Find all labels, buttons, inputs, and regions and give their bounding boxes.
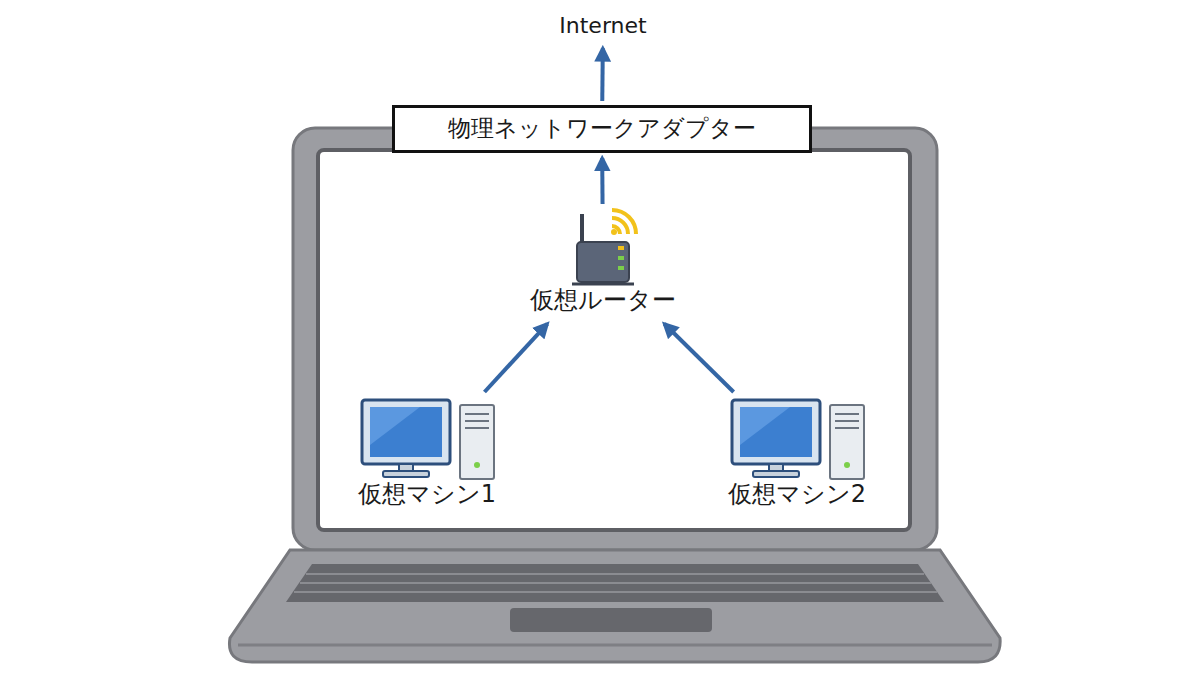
base-edge <box>238 644 992 647</box>
keyboard <box>286 564 944 602</box>
router-node: 仮想ルーター <box>522 208 684 319</box>
arrow-connector <box>600 48 605 101</box>
laptop-lid <box>293 128 937 550</box>
pc-icon <box>362 400 494 479</box>
network-label: Internet <box>551 13 654 43</box>
arrow-connector <box>484 324 547 392</box>
router-icon <box>572 210 636 284</box>
keyboard-rows <box>294 574 937 592</box>
vm-node: 仮想マシン2 <box>720 396 874 513</box>
trackpad <box>510 608 712 632</box>
node-label: 仮想ルーター <box>522 286 684 315</box>
laptop-screen <box>318 150 910 530</box>
vm-node: 仮想マシン1 <box>350 396 504 513</box>
node-label: 仮想マシン2 <box>720 480 874 509</box>
adapter-box: 物理ネットワークアダプター <box>392 105 812 153</box>
pc-icon <box>732 400 864 479</box>
node-label: 仮想マシン1 <box>350 480 504 509</box>
arrow-connector <box>600 158 604 204</box>
node-label: 物理ネットワークアダプター <box>448 115 756 143</box>
node-label: Internet <box>551 13 654 39</box>
arrow-connector <box>664 324 733 392</box>
laptop-base <box>229 550 1000 662</box>
